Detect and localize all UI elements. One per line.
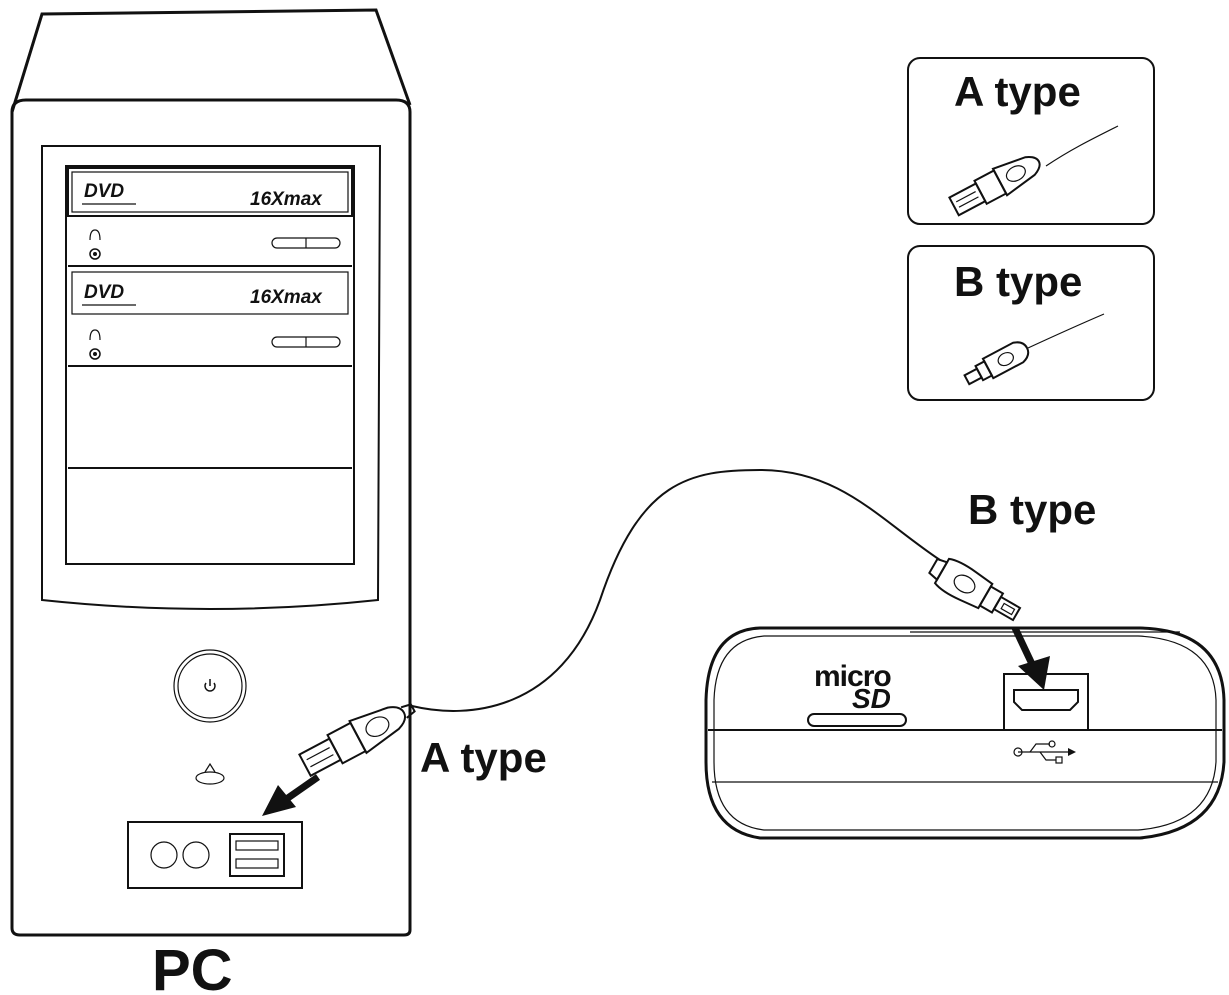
card-reader-device: micro SD xyxy=(704,626,1226,840)
microsd-slot xyxy=(807,713,907,727)
dvd-drive-1: DVD 16Xmax xyxy=(67,167,353,267)
drive-speed: 16Xmax xyxy=(250,287,323,308)
drive-brand: DVD xyxy=(84,181,124,202)
usb-a-plug-icon xyxy=(948,156,1041,217)
legend-a-type: A type xyxy=(907,57,1155,225)
hdd-led-icon xyxy=(195,762,225,785)
b-type-label: B type xyxy=(968,486,1096,533)
drive-speed: 16Xmax xyxy=(250,189,323,210)
microsd-logo: micro SD xyxy=(814,660,892,714)
usb-symbol-icon xyxy=(1013,740,1076,764)
pc-tower: DVD 16Xmax DVD 16Xmax xyxy=(10,8,412,995)
pc-label: PC xyxy=(152,938,233,995)
headphone-icon xyxy=(89,329,101,341)
usb-cable xyxy=(411,468,941,712)
audio-jack-icon xyxy=(182,841,210,869)
usb-b-plug-icon xyxy=(963,341,1030,386)
a-type-label: A type xyxy=(420,734,547,781)
pc-top-lid xyxy=(10,8,412,113)
pc-drive-bay xyxy=(65,165,355,565)
microsd-logo-top: micro xyxy=(814,660,891,693)
dvd-drive-2: DVD 16Xmax xyxy=(68,271,352,367)
headphone-icon xyxy=(89,229,101,241)
microsd-logo-bottom: SD xyxy=(852,683,891,714)
front-io-panel xyxy=(127,821,303,889)
drive-brand: DVD xyxy=(84,282,124,303)
power-button xyxy=(173,649,247,723)
usb-port-icon xyxy=(235,840,279,851)
usb-a-plug xyxy=(298,703,416,778)
legend-a-title: A type xyxy=(954,68,1081,115)
power-icon xyxy=(204,679,216,692)
arrow-to-device-port xyxy=(1011,626,1050,690)
pc-bezel xyxy=(41,145,382,610)
legend-b-title: B type xyxy=(954,258,1082,305)
arrow-to-pc-usb xyxy=(262,774,321,816)
mini-usb-port xyxy=(1003,673,1089,730)
usb-b-plug xyxy=(928,557,1022,622)
pc-body xyxy=(10,98,412,937)
headphone-jack xyxy=(89,248,101,260)
legend-b-type: B type xyxy=(907,245,1155,401)
usb-port-icon xyxy=(235,858,279,869)
headphone-jack xyxy=(89,348,101,360)
audio-jack-icon xyxy=(150,841,178,869)
usb-port-block xyxy=(229,833,285,877)
